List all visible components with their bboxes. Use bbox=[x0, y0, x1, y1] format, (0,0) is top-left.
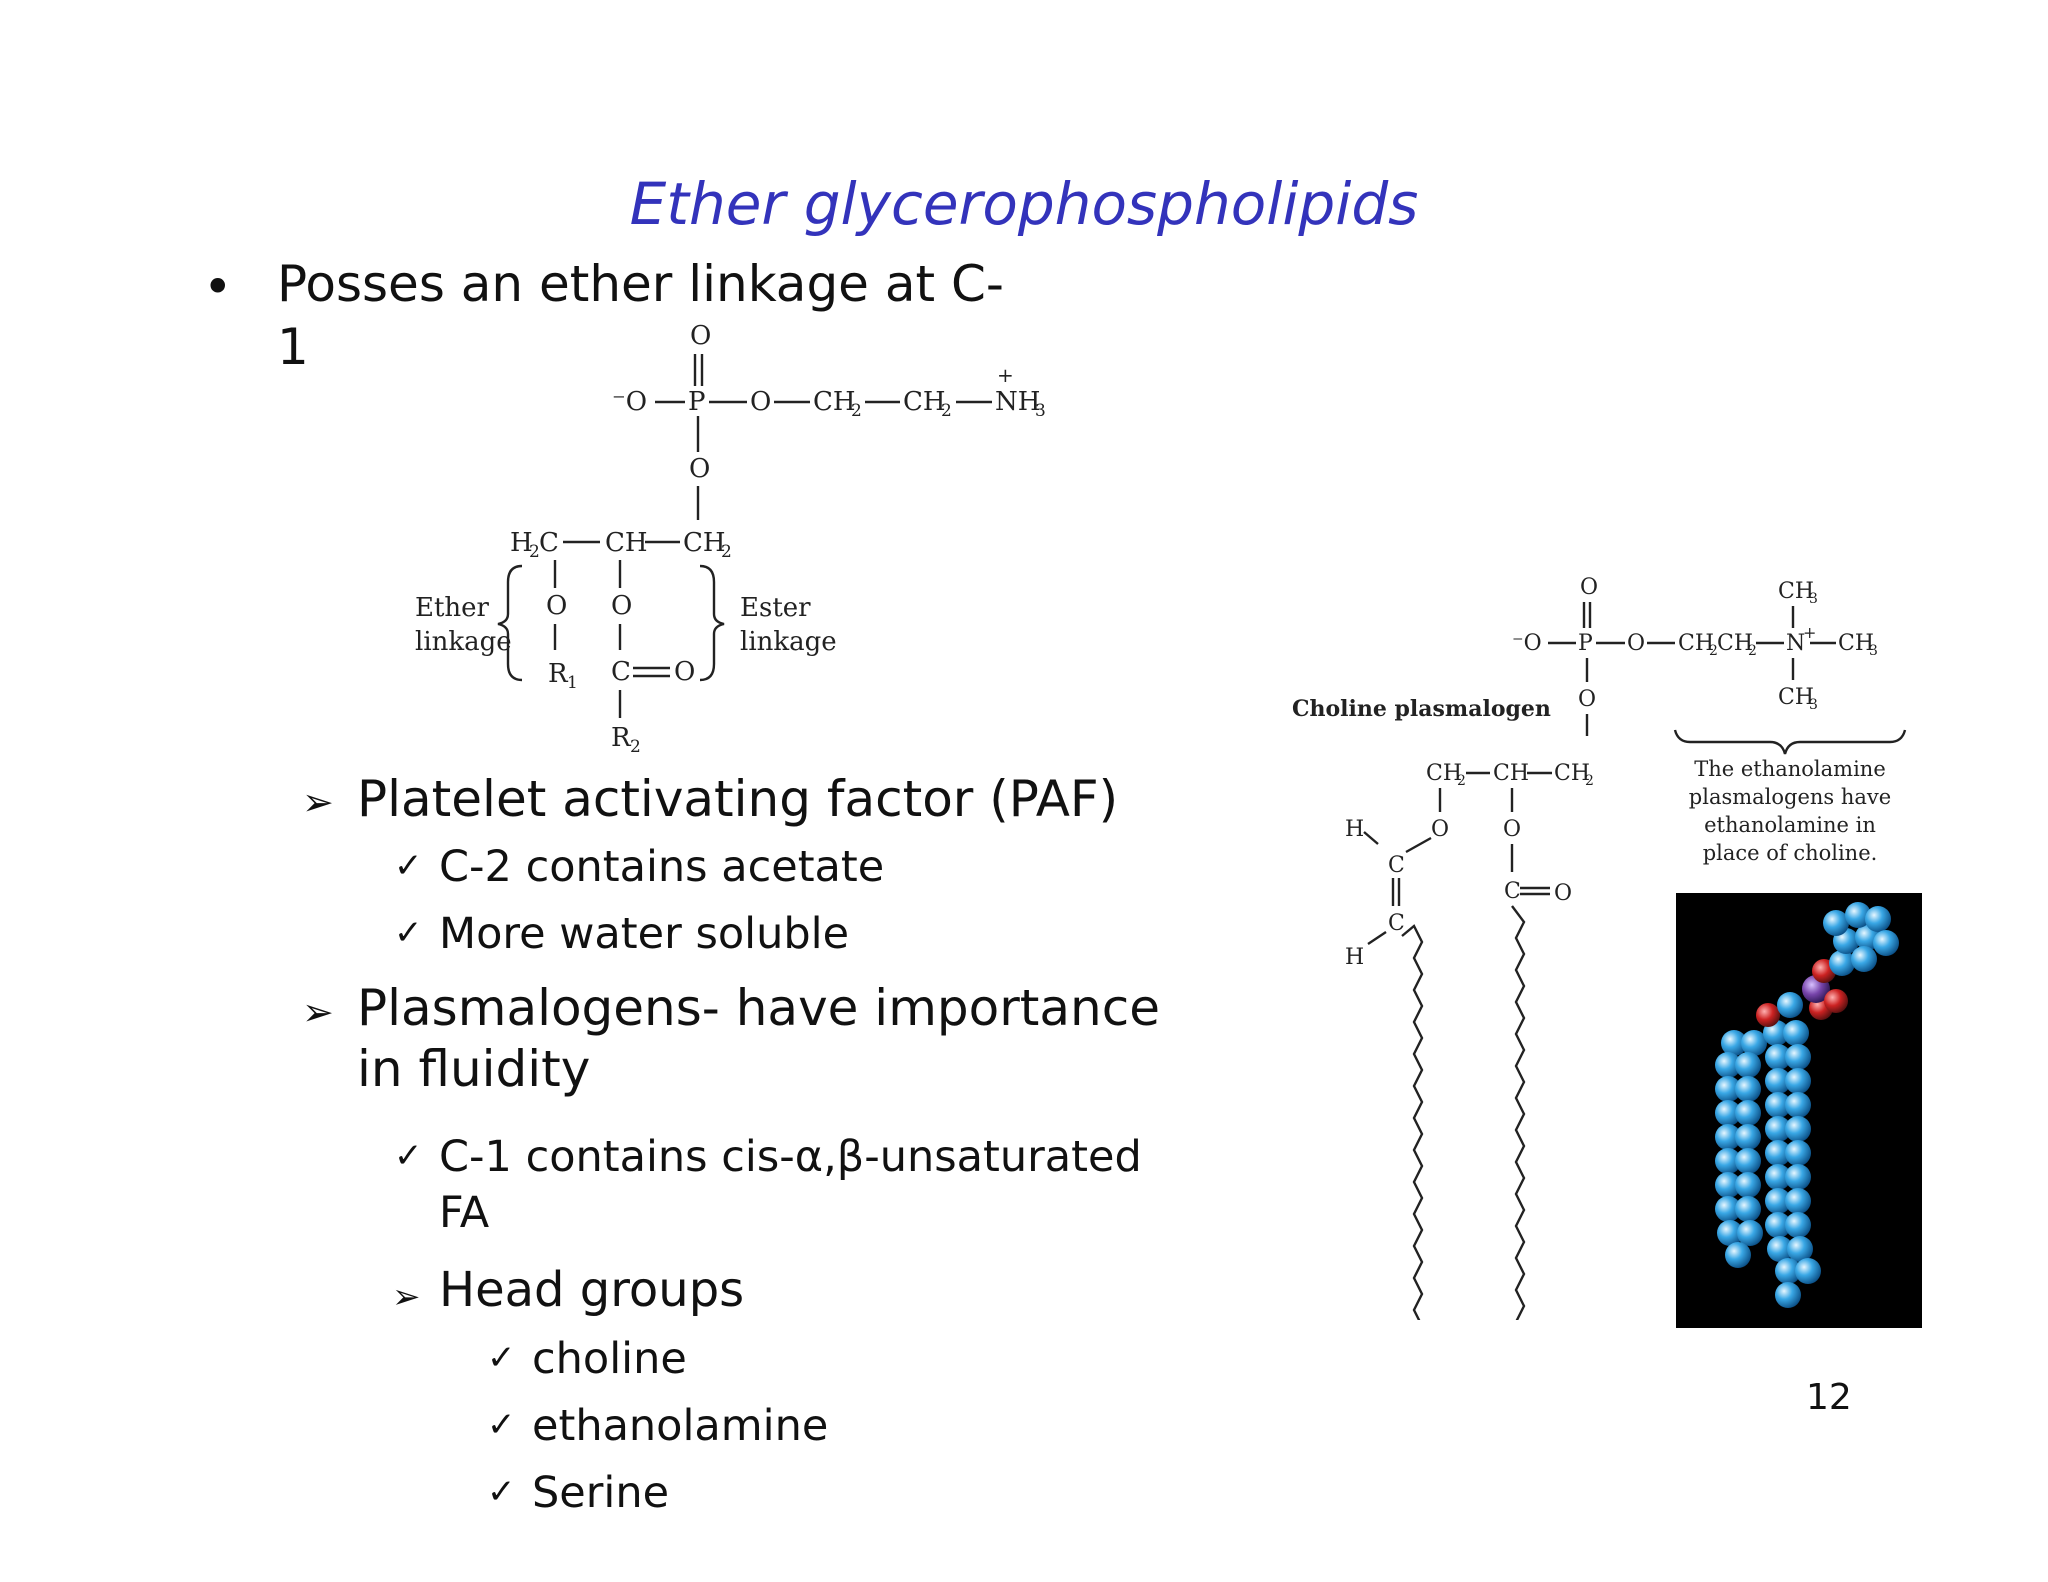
svg-text:O: O bbox=[750, 387, 771, 417]
bullet-ether-linkage-line1: Posses an ether linkage at C- bbox=[277, 255, 1004, 313]
ethanolamine-note-line2: plasmalogens have bbox=[1689, 785, 1891, 809]
svg-text:C: C bbox=[1388, 911, 1405, 936]
svg-text:C: C bbox=[1504, 879, 1521, 904]
svg-text:O: O bbox=[1578, 687, 1596, 712]
svg-text:+: + bbox=[1803, 623, 1816, 642]
svg-text:C: C bbox=[539, 528, 559, 558]
ethanolamine-note-line3: ethanolamine in bbox=[1704, 813, 1876, 837]
svg-text:CH: CH bbox=[1678, 631, 1714, 656]
svg-text:2: 2 bbox=[851, 401, 862, 421]
ether-phospholipid-structure: O ⁻O P O CH2 CH2 + NH3 O H2 C CH CH2 O R… bbox=[415, 321, 1046, 757]
svg-text:3: 3 bbox=[1809, 697, 1818, 713]
bullet-plasmalogens-line1: Plasmalogens- have importance bbox=[357, 979, 1160, 1037]
svg-text:CH: CH bbox=[683, 528, 726, 558]
svg-text:2: 2 bbox=[1457, 773, 1466, 789]
svg-text:2: 2 bbox=[721, 542, 732, 562]
check-marker: ✓ bbox=[487, 1338, 516, 1378]
svg-text:CH: CH bbox=[605, 528, 648, 558]
svg-text:O: O bbox=[674, 657, 695, 687]
svg-text:2: 2 bbox=[1709, 643, 1718, 659]
svg-text:CH: CH bbox=[1778, 685, 1814, 710]
arrow-marker: ➢ bbox=[302, 780, 334, 824]
svg-text:+: + bbox=[997, 363, 1014, 387]
svg-text:N: N bbox=[1786, 631, 1805, 656]
bullet-plasmalogens-line2: in fluidity bbox=[357, 1040, 591, 1098]
choline-plasmalogen-label: Choline plasmalogen bbox=[1292, 696, 1551, 722]
svg-text:⁻O: ⁻O bbox=[1512, 631, 1542, 656]
svg-text:2: 2 bbox=[630, 737, 641, 757]
bullet-plasmalogen-c1-line1: C-1 contains cis-α,β-unsaturated bbox=[439, 1132, 1142, 1182]
slide-title: Ether glycerophospholipids bbox=[629, 170, 1419, 238]
svg-text:CH: CH bbox=[1554, 761, 1590, 786]
bullet-ether-linkage-line2: 1 bbox=[277, 318, 309, 376]
svg-text:O: O bbox=[1554, 881, 1572, 906]
head-group-serine: Serine bbox=[532, 1468, 670, 1518]
ether-linkage-label-2: linkage bbox=[415, 627, 512, 657]
svg-text:CH: CH bbox=[1778, 579, 1814, 604]
svg-text:CH: CH bbox=[1717, 631, 1753, 656]
head-group-ethanolamine: ethanolamine bbox=[532, 1401, 829, 1451]
svg-text:CH: CH bbox=[903, 387, 946, 417]
check-marker: ✓ bbox=[487, 1472, 516, 1512]
svg-text:O: O bbox=[611, 591, 632, 621]
svg-text:C: C bbox=[611, 657, 631, 687]
svg-text:2: 2 bbox=[529, 542, 540, 562]
svg-text:O: O bbox=[689, 454, 710, 484]
ester-linkage-label-2: linkage bbox=[740, 627, 837, 657]
ethanolamine-note-line4: place of choline. bbox=[1703, 841, 1878, 865]
svg-text:O: O bbox=[1503, 817, 1521, 842]
check-marker: ✓ bbox=[394, 1136, 423, 1176]
svg-text:1: 1 bbox=[567, 673, 578, 693]
svg-text:CH: CH bbox=[813, 387, 856, 417]
ethanolamine-note-line1: The ethanolamine bbox=[1694, 757, 1886, 781]
bullet-head-groups: Head groups bbox=[439, 1262, 745, 1318]
svg-text:CH: CH bbox=[1838, 631, 1874, 656]
bullet-paf-water-soluble: More water soluble bbox=[439, 909, 850, 959]
choline-plasmalogen-structure: O ⁻O P O CH2 CH2 N+ CH3 CH3 CH3 O Cholin… bbox=[1292, 575, 1907, 1320]
svg-text:2: 2 bbox=[1748, 643, 1757, 659]
svg-text:NH: NH bbox=[995, 387, 1040, 417]
check-marker: ✓ bbox=[394, 913, 423, 953]
svg-text:O: O bbox=[546, 591, 567, 621]
ester-linkage-label-1: Ester bbox=[740, 593, 811, 623]
svg-text:H: H bbox=[510, 528, 533, 558]
page-number: 12 bbox=[1806, 1377, 1852, 1418]
check-marker: ✓ bbox=[394, 846, 423, 886]
arrow-marker: ➢ bbox=[302, 990, 334, 1034]
svg-text:R: R bbox=[611, 723, 632, 753]
bullet-paf-acetate: C-2 contains acetate bbox=[439, 842, 885, 892]
svg-text:⁻O: ⁻O bbox=[612, 387, 647, 417]
svg-text:CH: CH bbox=[1426, 761, 1462, 786]
svg-text:2: 2 bbox=[1585, 773, 1594, 789]
svg-text:2: 2 bbox=[941, 401, 952, 421]
bullet-paf: Platelet activating factor (PAF) bbox=[357, 770, 1119, 828]
space-filling-model-image bbox=[1676, 893, 1922, 1328]
bullet-plasmalogen-c1-line2: FA bbox=[439, 1188, 490, 1238]
svg-text:H: H bbox=[1345, 817, 1364, 842]
arrow-marker: ➢ bbox=[392, 1277, 421, 1317]
svg-text:3: 3 bbox=[1809, 591, 1818, 607]
svg-text:C: C bbox=[1388, 853, 1405, 878]
svg-text:3: 3 bbox=[1035, 401, 1046, 421]
svg-text:P: P bbox=[1578, 631, 1593, 656]
svg-text:CH: CH bbox=[1493, 761, 1529, 786]
check-marker: ✓ bbox=[487, 1405, 516, 1445]
bullet-dot: • bbox=[203, 258, 233, 316]
head-group-choline: choline bbox=[532, 1334, 687, 1384]
svg-text:O: O bbox=[1627, 631, 1645, 656]
svg-text:R: R bbox=[548, 659, 569, 689]
svg-text:O: O bbox=[1580, 575, 1598, 600]
ether-linkage-label-1: Ether bbox=[415, 593, 490, 623]
svg-text:P: P bbox=[688, 387, 706, 417]
svg-text:3: 3 bbox=[1869, 643, 1878, 659]
svg-text:O: O bbox=[1431, 817, 1449, 842]
svg-text:H: H bbox=[1345, 945, 1364, 970]
svg-text:O: O bbox=[690, 321, 711, 351]
